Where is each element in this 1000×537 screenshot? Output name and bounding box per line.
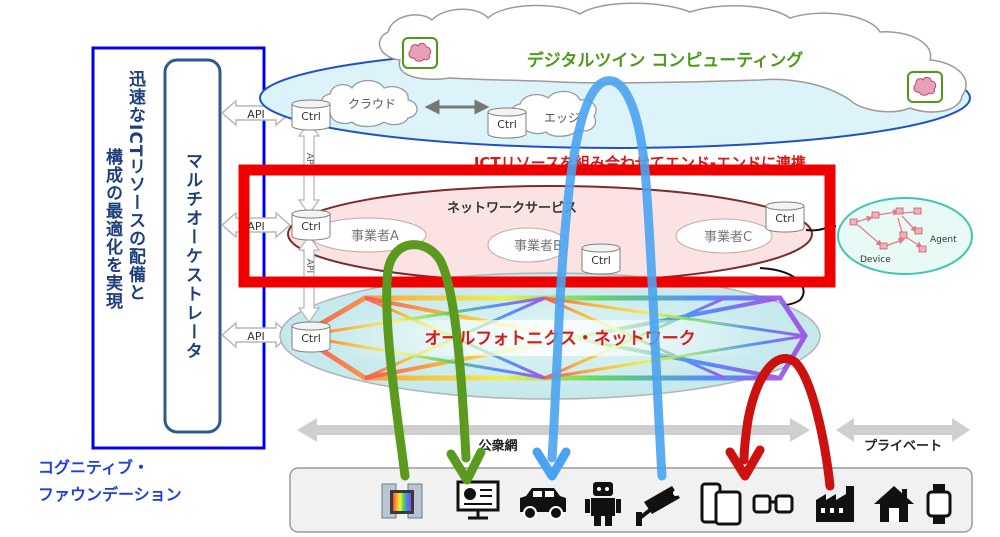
car-icon (520, 488, 566, 520)
photonics-title-backdrop (340, 320, 760, 356)
ctrl-network-service-box: Ctrl (291, 209, 331, 241)
iot-agent-label: Agent (930, 235, 957, 245)
iot-network-graph (855, 209, 923, 248)
brain-icon (907, 71, 943, 103)
vertical-api-label-upper: API (304, 153, 314, 167)
brain-icon (402, 37, 438, 69)
operator-b-label: 事業者B (514, 238, 562, 254)
tablet-phone-icon (700, 482, 742, 526)
robot-icon (585, 482, 621, 526)
blue-flow-arrowhead (532, 447, 571, 481)
network-service-highlight-box (238, 164, 836, 288)
cognitive-foundation-line-2: ファウンデーション (38, 485, 182, 504)
cloud-resource-label: クラウド (348, 97, 396, 111)
ctrl-operator-c-label: Ctrl (775, 212, 795, 225)
operator-a-label: 事業者A (351, 228, 399, 244)
api-label-network-service: API (247, 220, 264, 233)
multi-orchestrator-frame (163, 58, 222, 434)
presentation-icon (456, 480, 500, 520)
network-service-title: ネットワークサービス (447, 200, 577, 216)
ctrl-cloud-box: Ctrl (291, 99, 331, 131)
iot-node-icons (849, 207, 927, 253)
ctrl-photonics-label: Ctrl (301, 332, 321, 345)
operator-c-label: 事業者C (704, 229, 752, 245)
green-flow-arrow (382, 240, 471, 481)
red-flow-arrow (739, 354, 835, 491)
operator-c-ellipse (675, 218, 773, 254)
red-flow-arrowhead (725, 445, 765, 481)
api-label-cloud: API (247, 108, 264, 121)
ctrl-cloud-label: Ctrl (301, 110, 321, 123)
house-icon (874, 486, 914, 522)
ctrl-operator-c-box: Ctrl (765, 201, 805, 233)
optimization-text-line-2: 構成の最適化を実現 (102, 147, 123, 310)
ctrl-edge-box: Ctrl (487, 107, 527, 139)
ctrl-edge-label: Ctrl (497, 118, 517, 131)
ctrl-operator-b-box: Ctrl (581, 243, 621, 275)
ctrl-operator-b-label: Ctrl (591, 254, 611, 267)
ctrl-network-service-label: Ctrl (301, 220, 321, 233)
private-network-label: プライベート (864, 439, 942, 454)
private-network-scope-arrow (836, 418, 970, 442)
vertical-api-label-lower: API (304, 259, 314, 273)
ctrl-photonics-box: Ctrl (291, 321, 331, 353)
public-network-label: 公衆網 (478, 438, 517, 454)
security-camera-icon (636, 486, 680, 526)
blue-flow-arrow (547, 76, 667, 481)
edge-resource-label: エッジ (544, 111, 580, 125)
glasses-icon (752, 494, 794, 514)
server-chip-icon (381, 483, 423, 519)
smartwatch-icon (926, 484, 952, 524)
factory-icon (816, 486, 854, 522)
multi-orchestrator-label: マルチオーケストレータ (182, 152, 203, 361)
cloud-resource-shape (320, 79, 418, 128)
api-label-photonics: API (247, 330, 264, 343)
optimization-text-line-1: 迅速なICTリソースの配備と (125, 70, 146, 301)
green-flow-arrowhead (446, 447, 486, 485)
iot-device-label: Device (860, 255, 891, 265)
edge-resource-shape (510, 90, 597, 137)
digital-twin-title: デジタルツイン コンピューティング (527, 50, 804, 71)
cognitive-foundation-line-1: コグニティブ・ (38, 458, 149, 477)
